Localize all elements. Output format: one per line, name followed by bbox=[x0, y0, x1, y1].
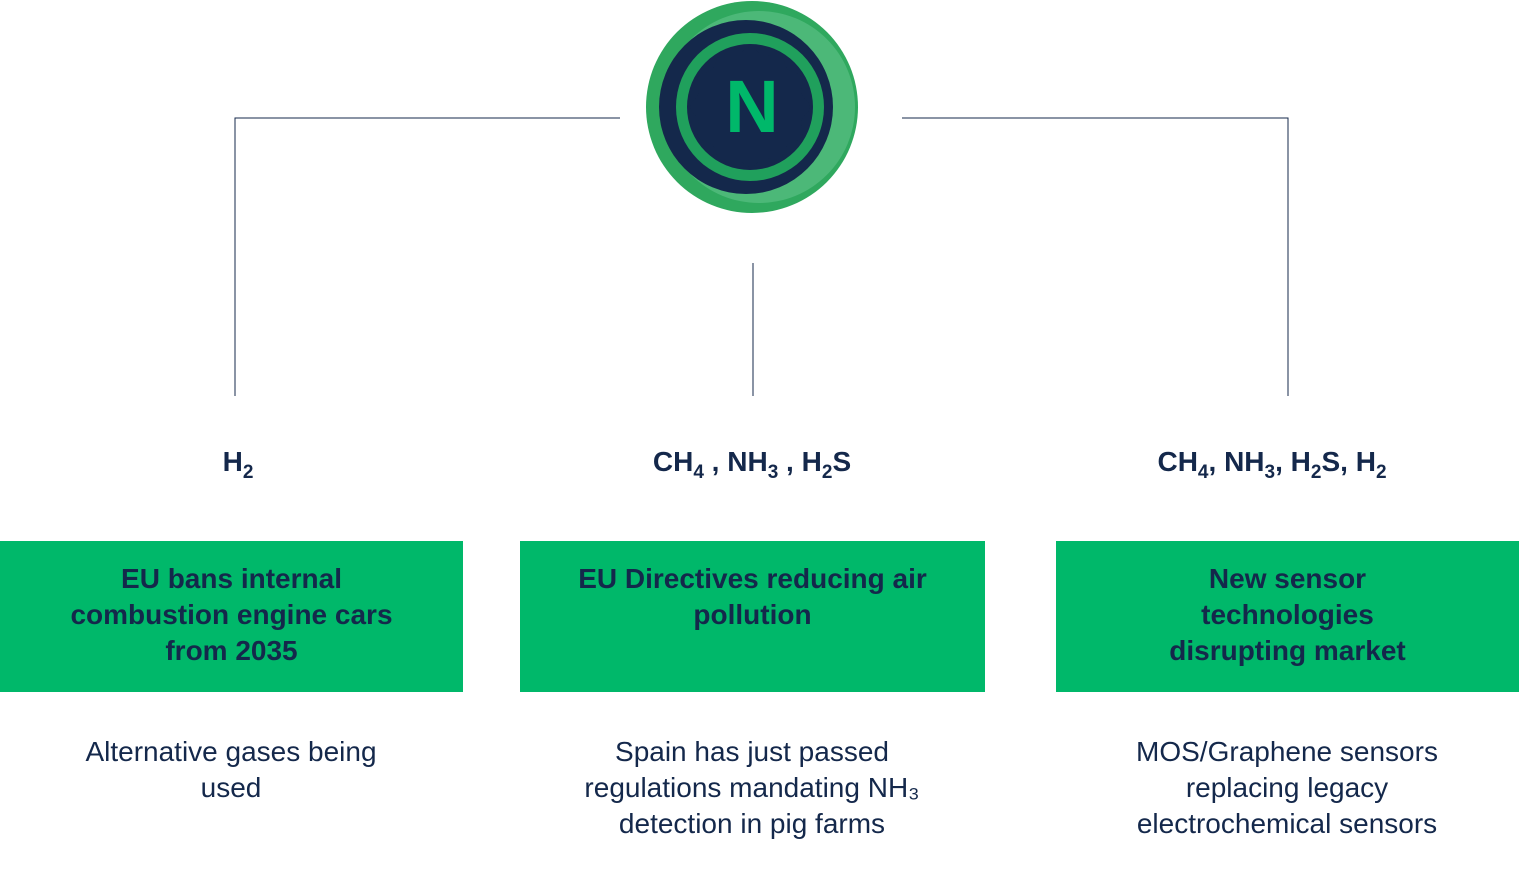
gas-formula-3: CH4, NH3, H2S, H2 bbox=[1157, 446, 1386, 482]
connector-right bbox=[902, 117, 1289, 396]
gas-base: H bbox=[1355, 446, 1376, 477]
gas-formula-2: CH4 , NH3 , H2S bbox=[652, 446, 852, 482]
logo-seal-shape bbox=[690, 47, 810, 167]
driver-box-3: New sensor technologies disrupting marke… bbox=[1056, 541, 1519, 692]
gas-separator: , bbox=[703, 446, 728, 477]
gas-base: NH bbox=[1224, 446, 1265, 477]
gas-separator: , bbox=[1208, 446, 1225, 477]
gas-subscript: 2 bbox=[242, 462, 254, 483]
gas-subscript: 4 bbox=[1197, 462, 1209, 483]
gas-base: NH bbox=[727, 446, 768, 477]
gas-tail: S bbox=[832, 446, 852, 477]
driver-title-2: EU Directives reducing air pollution bbox=[578, 563, 927, 630]
gas-subscript: 3 bbox=[767, 462, 779, 483]
driver-box-1: EU bans internal combustion engine cars … bbox=[0, 541, 463, 692]
gas-subscript: 3 bbox=[1264, 462, 1276, 483]
gas-subscript: 4 bbox=[693, 462, 704, 483]
gas-separator: , bbox=[778, 446, 802, 477]
driver-box-2: EU Directives reducing air pollution bbox=[520, 541, 985, 692]
gas-tail: S bbox=[1321, 446, 1341, 477]
gas-base: CH bbox=[1157, 446, 1198, 477]
gas-subscript: 2 bbox=[821, 462, 833, 483]
gas-subscript: 2 bbox=[1310, 462, 1322, 483]
description-3: MOS/Graphene sensors replacing legacy el… bbox=[1136, 736, 1438, 839]
brand-logo: N bbox=[646, 1, 858, 213]
description-2: Spain has just passed regulations mandat… bbox=[584, 736, 920, 839]
gas-base: H bbox=[1290, 446, 1311, 477]
logo-letter: N bbox=[725, 65, 778, 148]
gas-subscript: 2 bbox=[1375, 462, 1387, 483]
gas-separator: , bbox=[1275, 446, 1291, 477]
gas-base: H bbox=[222, 446, 243, 477]
gas-separator: , bbox=[1340, 446, 1356, 477]
gas-base: H bbox=[801, 446, 822, 477]
driver-title-1: EU bans internal combustion engine cars … bbox=[70, 563, 393, 666]
driver-title-3: New sensor technologies disrupting marke… bbox=[1169, 563, 1406, 666]
gas-base: CH bbox=[652, 446, 694, 477]
connector-left bbox=[234, 117, 620, 396]
gas-formula-1: H2 bbox=[222, 446, 254, 482]
description-1: Alternative gases being used bbox=[85, 736, 377, 803]
